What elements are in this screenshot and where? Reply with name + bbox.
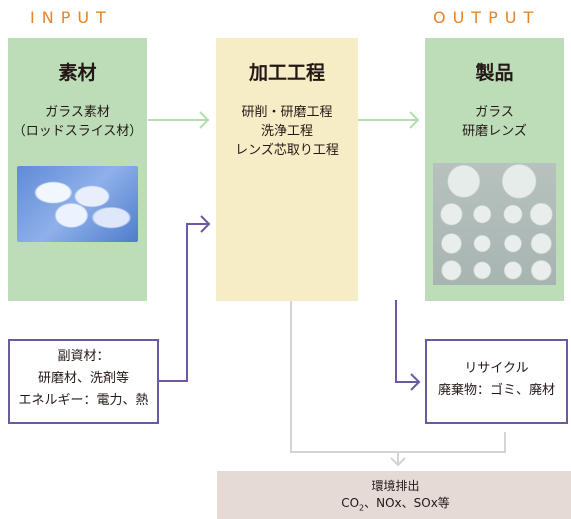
arrow-head-material (199, 111, 210, 129)
auxiliary-box: 副資材： 研磨材、洗剤等 エネルギー：電力、熱 (8, 339, 159, 424)
glass-rod-slices-image (17, 166, 138, 242)
arrow-head-product (409, 111, 420, 129)
emissions-box: 環境排出 CO2、NOx、SOx等 (217, 471, 571, 519)
process-title: 加工工程 (248, 62, 325, 84)
arrow-aux-to-process (159, 223, 209, 382)
process-line1: 研削・研磨工程 (241, 105, 333, 120)
arrow-head-emissions (390, 457, 406, 467)
product-line2: 研磨レンズ (462, 124, 527, 139)
material-line1: ガラス素材 (45, 105, 110, 120)
process-line2: 洗浄工程 (260, 124, 313, 139)
auxiliary-line2: 研磨材、洗剤等 (37, 371, 129, 386)
emissions-title: 環境排出 (371, 479, 420, 493)
output-header: OUTPUT (433, 8, 541, 27)
input-header: INPUT (30, 8, 113, 27)
process-line3: レンズ芯取り工程 (235, 143, 339, 158)
material-box: 素材 ガラス素材 （ロッドスライス材） (8, 38, 147, 301)
product-line1: ガラス (475, 105, 514, 120)
emissions-substances: CO2、NOx、SOx等 (341, 496, 450, 513)
polished-lenses-image (433, 163, 556, 285)
arrow-head-aux (200, 215, 211, 233)
product-box: 製品 ガラス 研磨レンズ (425, 38, 564, 301)
arrow-process-to-recycle (395, 300, 419, 383)
auxiliary-line1: 副資材： (57, 349, 110, 364)
process-box: 加工工程 研削・研磨工程 洗浄工程 レンズ芯取り工程 (216, 38, 358, 301)
material-title: 素材 (58, 62, 97, 84)
product-title: 製品 (475, 62, 514, 84)
auxiliary-line3: エネルギー：電力、熱 (18, 393, 149, 408)
recycle-line2: 廃棄物：ゴミ、廃材 (437, 383, 555, 398)
recycle-line1: リサイクル (464, 361, 529, 376)
arrow-head-recycle (410, 373, 421, 391)
recycle-box: リサイクル 廃棄物：ゴミ、廃材 (425, 339, 568, 424)
material-line2: （ロッドスライス材） (12, 124, 143, 139)
